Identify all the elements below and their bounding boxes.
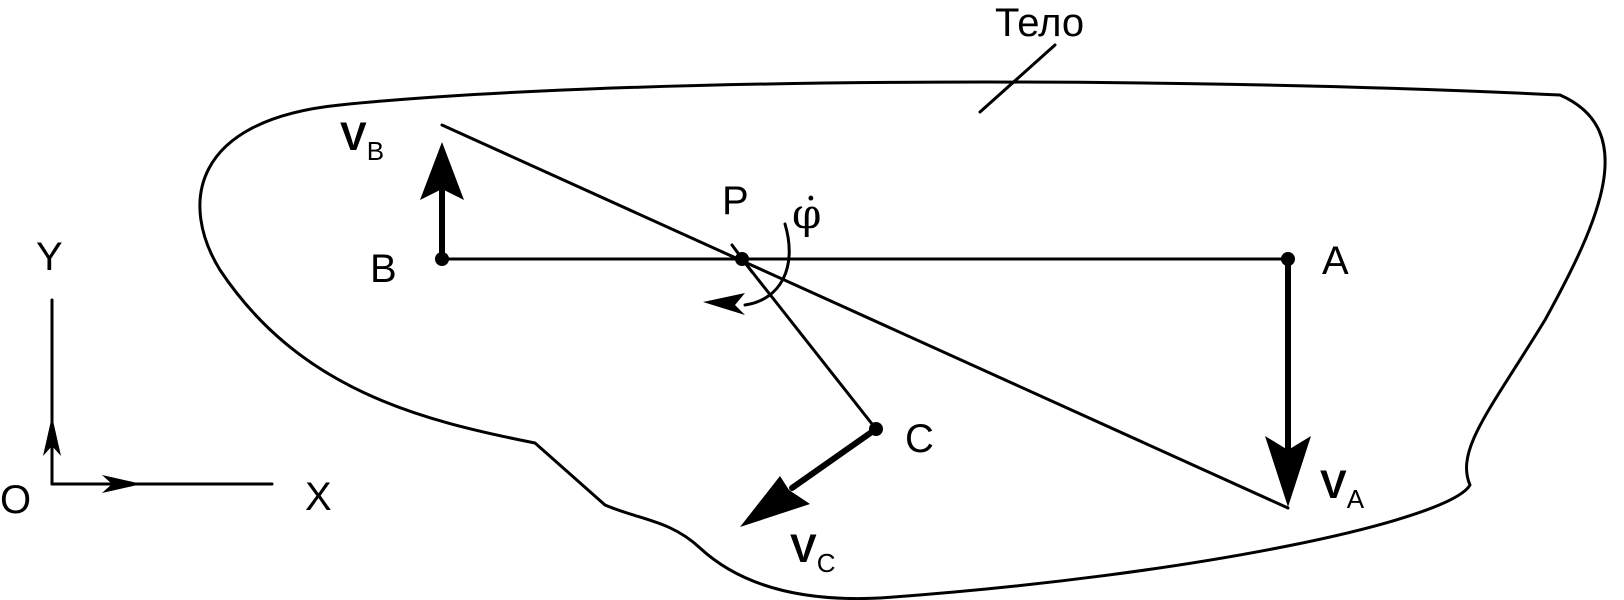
- segment-p-c: [740, 257, 878, 431]
- velocity-b-label: VB: [340, 115, 384, 166]
- velocity-vector-b: [420, 142, 464, 262]
- body-label-leader: [978, 43, 1057, 114]
- body-label: Тело: [995, 1, 1084, 45]
- velocity-a-label: VA: [1320, 463, 1365, 514]
- velocity-vector-c: [740, 426, 879, 527]
- velocity-tips-line: [440, 123, 1290, 510]
- origin-label: O: [0, 478, 31, 522]
- point-a-label: A: [1322, 239, 1349, 283]
- point-c-label: C: [905, 417, 934, 461]
- y-axis-unit-arrow: [43, 416, 61, 456]
- point-b-label: B: [370, 247, 397, 291]
- point-c-dot: [869, 422, 883, 436]
- x-axis-label: X: [305, 475, 332, 519]
- point-b-dot: [435, 252, 449, 266]
- x-axis-unit-arrow: [102, 475, 142, 493]
- coordinate-axes: O X Y: [0, 235, 332, 522]
- body-outline: [198, 80, 1607, 600]
- velocity-vector-a: [1265, 256, 1311, 507]
- angular-velocity-label: φ̇: [792, 189, 821, 238]
- velocity-c-label: VC: [790, 527, 835, 578]
- point-p-dot: [735, 252, 749, 266]
- y-axis-label: Y: [36, 235, 63, 279]
- point-a-dot: [1281, 252, 1295, 266]
- point-p-label: P: [722, 179, 749, 223]
